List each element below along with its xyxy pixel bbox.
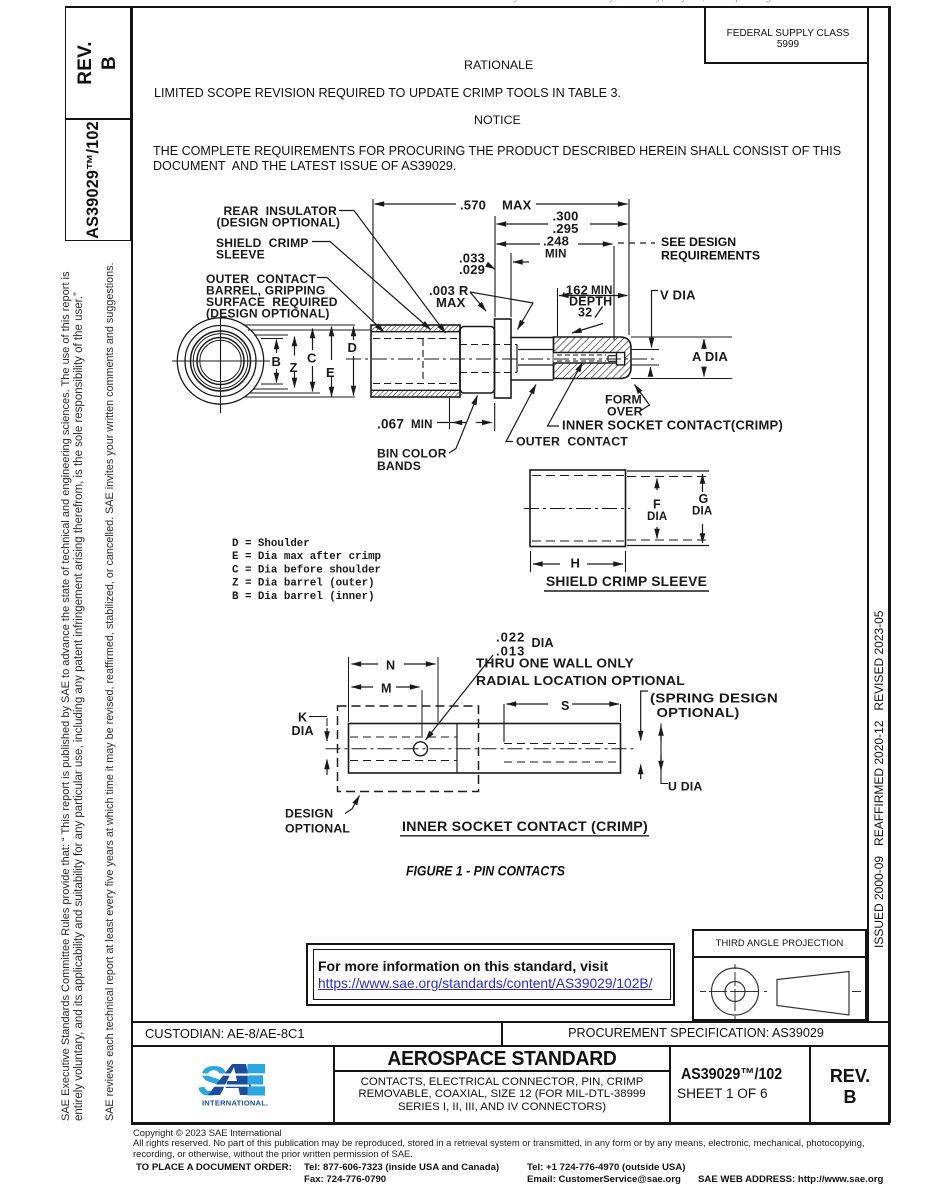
svg-text:S: S (561, 699, 570, 713)
svg-text:DIA: DIA (532, 636, 554, 650)
svg-text:Z = Dia barrel (outer): Z = Dia barrel (outer) (232, 578, 375, 590)
svg-text:REQUIREMENTS: REQUIREMENTS (661, 249, 760, 263)
svg-text:BIN COLOR: BIN COLOR (377, 447, 447, 461)
svg-text:MIN: MIN (591, 285, 613, 297)
svg-text:REAR INSULATOR: REAR INSULATOR (224, 204, 337, 218)
svg-text:SHIELD CRIMP SLEEVE: SHIELD CRIMP SLEEVE (546, 574, 707, 589)
svg-text:INNER SOCKET CONTACT(CRIMP): INNER SOCKET CONTACT(CRIMP) (562, 419, 783, 433)
svg-text:OPTIONAL): OPTIONAL) (657, 705, 740, 720)
svg-text:OUTER CONTACT: OUTER CONTACT (206, 272, 316, 286)
svg-text:RADIAL LOCATION OPTIONAL: RADIAL LOCATION OPTIONAL (476, 673, 685, 688)
svg-text:.029: .029 (459, 262, 485, 277)
svg-text:THRU ONE WALL ONLY: THRU ONE WALL ONLY (476, 656, 634, 671)
svg-text:Z: Z (290, 360, 298, 375)
svg-text:E: E (326, 365, 335, 380)
svg-text:.248: .248 (543, 234, 569, 249)
svg-text:32: 32 (578, 306, 592, 320)
svg-text:G: G (699, 492, 709, 506)
svg-text:DIA: DIA (647, 511, 667, 523)
svg-text:.022: .022 (496, 630, 525, 645)
svg-text:.003 R: .003 R (429, 283, 469, 298)
svg-text:F: F (653, 498, 661, 512)
svg-text:DIA: DIA (292, 724, 314, 738)
svg-text:DEPTH: DEPTH (569, 295, 612, 309)
svg-text:U DIA: U DIA (668, 780, 702, 794)
svg-text:BANDS: BANDS (377, 459, 421, 473)
svg-text:MAX: MAX (436, 295, 466, 310)
svg-text:.067: .067 (377, 417, 404, 432)
svg-text:B = Dia barrel (inner): B = Dia barrel (inner) (232, 591, 375, 603)
svg-text:.295: .295 (553, 221, 579, 236)
svg-text:FORM: FORM (605, 393, 642, 407)
svg-text:V DIA: V DIA (660, 288, 696, 303)
svg-text:.033: .033 (459, 251, 485, 266)
svg-text:INNER SOCKET CONTACT (CRIMP): INNER SOCKET CONTACT (CRIMP) (402, 818, 648, 834)
svg-text:B: B (272, 354, 282, 369)
svg-text:(SPRING DESIGN: (SPRING DESIGN (650, 691, 778, 706)
svg-text:MIN: MIN (545, 249, 567, 261)
svg-text:OVER: OVER (607, 405, 643, 419)
svg-text:C = Dia before shoulder: C = Dia before shoulder (232, 564, 381, 576)
svg-text:(DESIGN OPTIONAL): (DESIGN OPTIONAL) (206, 307, 330, 321)
svg-text:SURFACE REQUIRED: SURFACE REQUIRED (206, 295, 338, 309)
svg-text:D = Shoulder: D = Shoulder (232, 538, 310, 550)
svg-text:BARREL, GRIPPING: BARREL, GRIPPING (206, 284, 325, 298)
svg-text:MAX: MAX (502, 198, 532, 213)
svg-text:MIN: MIN (411, 419, 433, 431)
svg-text:SEE DESIGN: SEE DESIGN (661, 235, 736, 249)
svg-text:DIA: DIA (692, 506, 712, 518)
svg-text:H: H (571, 556, 581, 571)
svg-text:A DIA: A DIA (692, 349, 728, 364)
svg-text:M: M (381, 682, 392, 696)
svg-text:OPTIONAL: OPTIONAL (285, 822, 350, 836)
svg-text:.300: .300 (553, 209, 579, 224)
svg-text:C: C (307, 351, 317, 366)
svg-text:.570: .570 (460, 198, 486, 213)
svg-text:SLEEVE: SLEEVE (216, 248, 265, 262)
svg-text:D: D (348, 340, 358, 355)
svg-text:DESIGN: DESIGN (285, 807, 333, 821)
svg-text:.162: .162 (562, 283, 588, 298)
svg-text:SHIELD CRIMP: SHIELD CRIMP (216, 236, 309, 250)
svg-text:E = Dia max after crimp: E = Dia max after crimp (232, 551, 381, 563)
svg-text:INTERNATIONAL.: INTERNATIONAL. (202, 1099, 268, 1108)
svg-text:N: N (386, 659, 395, 673)
svg-text:K: K (298, 711, 307, 725)
svg-text:.013: .013 (496, 644, 525, 659)
svg-text:OUTER CONTACT: OUTER CONTACT (516, 435, 628, 449)
svg-text:FIGURE 1 - PIN CONTACTS: FIGURE 1 - PIN CONTACTS (406, 864, 566, 879)
svg-text:(DESIGN OPTIONAL): (DESIGN OPTIONAL) (217, 216, 341, 230)
